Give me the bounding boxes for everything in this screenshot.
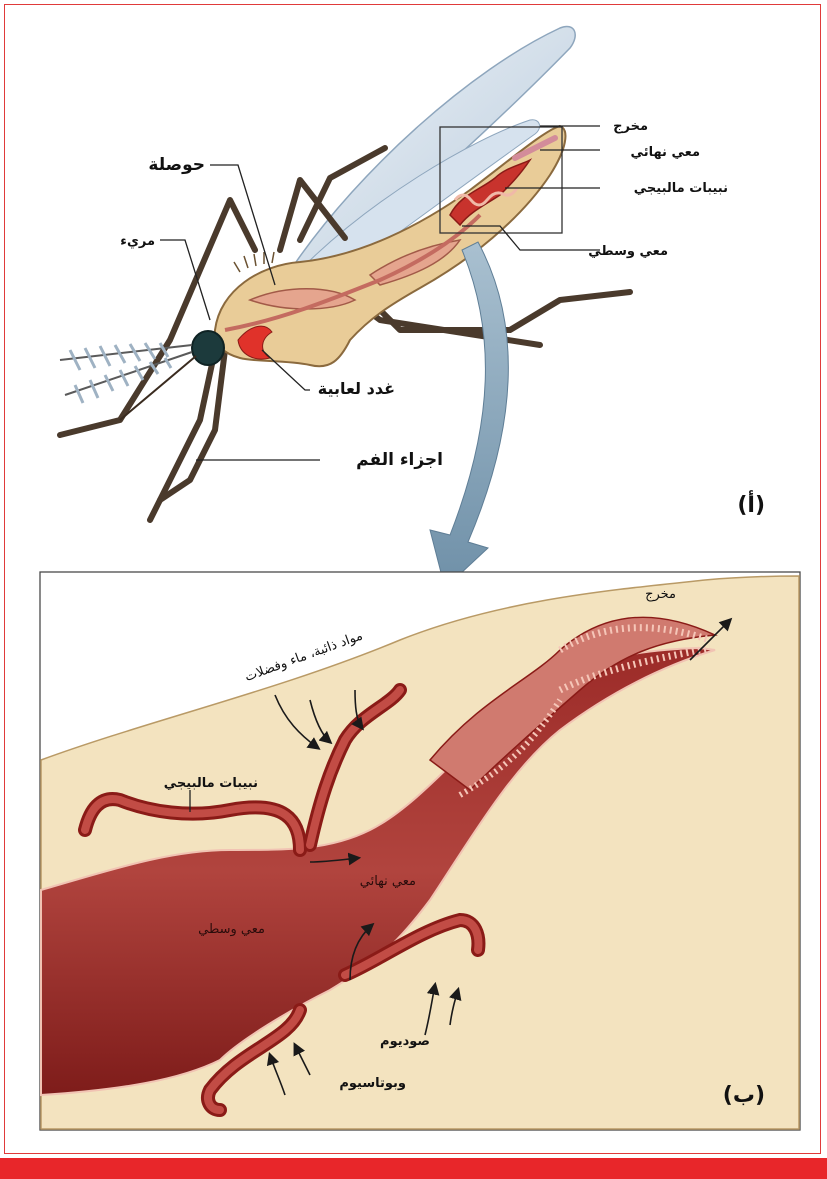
- label-anus-b: مخرج: [645, 587, 676, 602]
- marker-a: (أ): [737, 489, 765, 518]
- label-hindgut-b: معي نهائي: [360, 874, 416, 889]
- label-salivary-glands: غدد لعابية: [318, 379, 395, 398]
- antenna-lower: [65, 352, 192, 395]
- label-hindgut-a: معي نهائي: [631, 145, 700, 160]
- label-esophagus: مريء: [120, 234, 155, 249]
- bottom-accent-bar: [0, 1158, 827, 1179]
- label-malpighian-b: نبيبات مالبيجي: [164, 776, 258, 791]
- label-midgut-a: معي وسطي: [588, 244, 668, 259]
- proboscis: [120, 356, 196, 420]
- marker-b: (ب): [723, 1083, 765, 1108]
- mosquito-head: [192, 331, 224, 365]
- label-potassium: وبوتاسيوم: [339, 1076, 406, 1091]
- zoom-arrow: [430, 242, 508, 588]
- label-sodium: صوديوم: [380, 1034, 430, 1049]
- label-anus-a: مخرج: [613, 119, 648, 134]
- mosquito-illustration: [60, 26, 630, 520]
- label-mouthparts: اجزاء الفم: [356, 450, 443, 470]
- label-malpighian-a: نبيبات مالبيجي: [634, 181, 728, 196]
- label-midgut-b: معي وسطي: [198, 922, 265, 937]
- label-crop: حوصلة: [148, 155, 205, 175]
